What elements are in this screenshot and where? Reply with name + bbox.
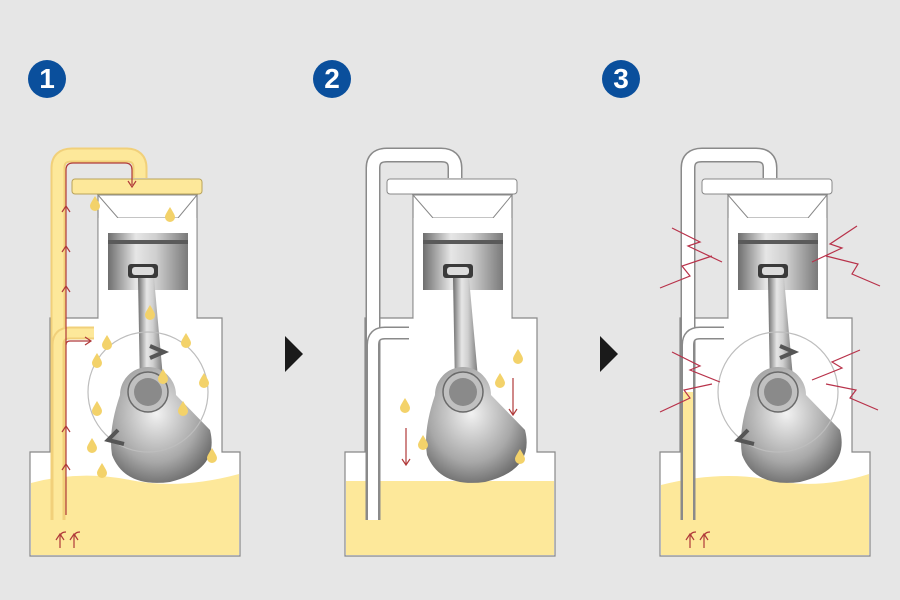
oil-pan xyxy=(31,474,239,555)
panel-2 xyxy=(344,147,556,557)
cylinder-head xyxy=(386,178,518,195)
connecting-rod xyxy=(768,278,793,388)
stress-lines xyxy=(659,225,881,413)
piston xyxy=(108,233,188,290)
step-3-badge: 3 xyxy=(602,60,640,98)
next-step-arrow-2 xyxy=(600,336,618,372)
next-step-arrow-1 xyxy=(285,336,303,372)
piston xyxy=(423,233,503,290)
cylinder-head xyxy=(71,178,203,195)
connecting-rod xyxy=(138,278,163,388)
panel-1 xyxy=(29,147,241,557)
step-1-badge: 1 xyxy=(28,60,66,98)
step-2-badge: 2 xyxy=(313,60,351,98)
oil-pan xyxy=(661,474,869,555)
oil-pan xyxy=(346,481,554,555)
piston xyxy=(738,233,818,290)
connecting-rod xyxy=(453,278,478,388)
panel-3 xyxy=(659,147,881,557)
cylinder-head xyxy=(701,178,833,195)
